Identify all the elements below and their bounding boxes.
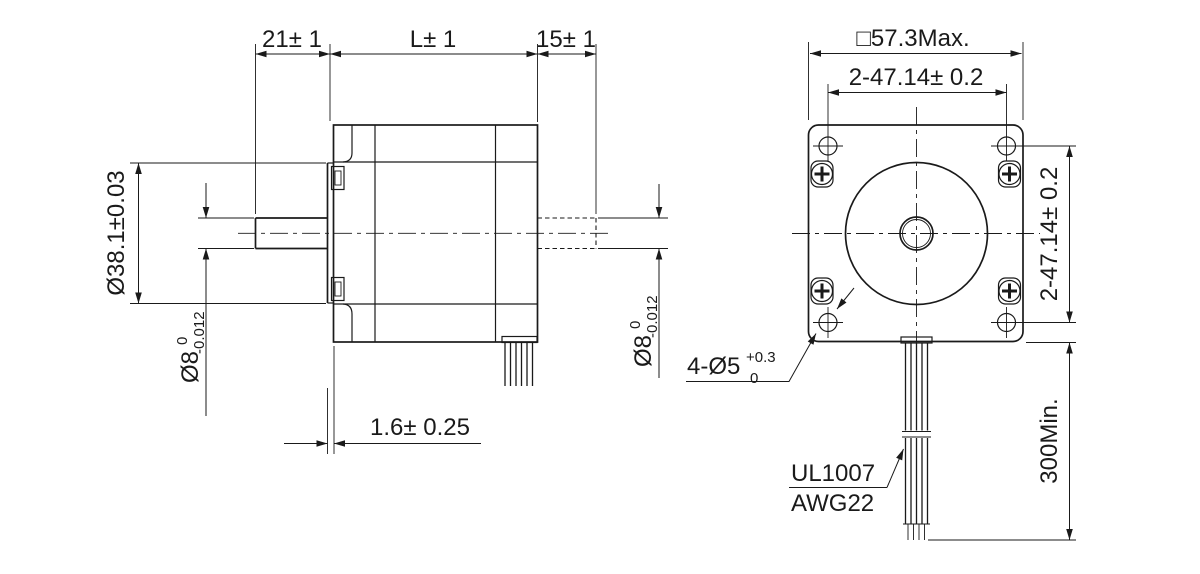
dim-frame-size-label: □57.3Max. <box>856 25 969 52</box>
front-view-cover-screws <box>810 160 1022 305</box>
front-view-lead-wires <box>900 336 933 540</box>
front-view-centerlines <box>792 107 1040 363</box>
phillips-screw-icon <box>998 279 1021 303</box>
dim-shaft-length-label: 21± 1 <box>262 26 322 53</box>
dim-mounting-holes-nominal: 4-Ø5 <box>687 353 740 380</box>
phillips-screw-icon <box>998 162 1021 186</box>
dim-lead-wire-length: 300Min. <box>928 342 1076 541</box>
dim-mounting-holes-tol-lower: 0 <box>750 370 758 387</box>
dim-hole-pitch-horizontal-label: 2-47.14± 0.2 <box>849 64 984 91</box>
dim-shaft-length: 21± 1 L± 1 15± 1 <box>255 26 597 214</box>
dim-mounting-holes: 4-Ø5 +0.3 0 <box>686 287 855 387</box>
dim-shaft-diameter-tol-upper: 0 <box>174 337 191 345</box>
dim-pilot-diameter: Ø38.1±0.03 <box>103 162 326 304</box>
dim-pilot-depth-label: 1.6± 0.25 <box>370 414 470 441</box>
dim-frame-size: □57.3Max. <box>808 25 1024 120</box>
dim-lead-wire-length-label: 300Min. <box>1036 398 1063 483</box>
front-view-mounting-holes <box>813 84 1076 338</box>
dim-rear-shaft-diameter-nominal: Ø8 <box>630 335 657 367</box>
dim-shaft-diameter-nominal: Ø8 <box>177 351 204 383</box>
phillips-screw-icon <box>810 279 834 303</box>
dim-shaft-diameter-tol-lower: -0.012 <box>191 311 208 354</box>
lead-wire-spec-line2: AWG22 <box>791 490 874 517</box>
dim-rear-shaft-diameter: Ø8 0 -0.012 <box>598 184 668 378</box>
dim-hole-pitch-vertical-label: 2-47.14± 0.2 <box>1036 167 1063 302</box>
front-view <box>792 84 1076 540</box>
side-view-dimensions: 21± 1 L± 1 15± 1 Ø38.1±0.03 Ø8 0 -0.012 <box>103 26 668 454</box>
dim-hole-pitch-vertical: 2-47.14± 0.2 <box>1036 146 1073 323</box>
side-view <box>238 124 612 386</box>
dim-rear-shaft-diameter-tol-lower: -0.012 <box>644 295 661 338</box>
side-view-lead-wires <box>501 335 538 386</box>
phillips-screw-icon <box>810 162 834 186</box>
dim-body-length-label: L± 1 <box>410 26 457 53</box>
dim-pilot-diameter-label: Ø38.1±0.03 <box>103 170 130 295</box>
lead-wire-spec-line1: UL1007 <box>791 460 875 487</box>
dim-rear-shaft-length-label: 15± 1 <box>536 26 596 53</box>
dim-hole-pitch-horizontal: 2-47.14± 0.2 <box>828 64 1007 96</box>
dim-pilot-depth: 1.6± 0.25 <box>284 346 481 454</box>
dim-shaft-diameter: Ø8 0 -0.012 <box>174 183 254 416</box>
dim-rear-shaft-diameter-tol-upper: 0 <box>627 321 644 329</box>
dim-mounting-holes-tol-upper: +0.3 <box>746 349 776 366</box>
lead-wire-spec-callout: UL1007 AWG22 <box>789 448 904 517</box>
side-view-terminal-tabs <box>330 165 345 302</box>
front-view-dimensions: □57.3Max. 2-47.14± 0.2 2-47.14± 0.2 300M… <box>686 25 1076 541</box>
